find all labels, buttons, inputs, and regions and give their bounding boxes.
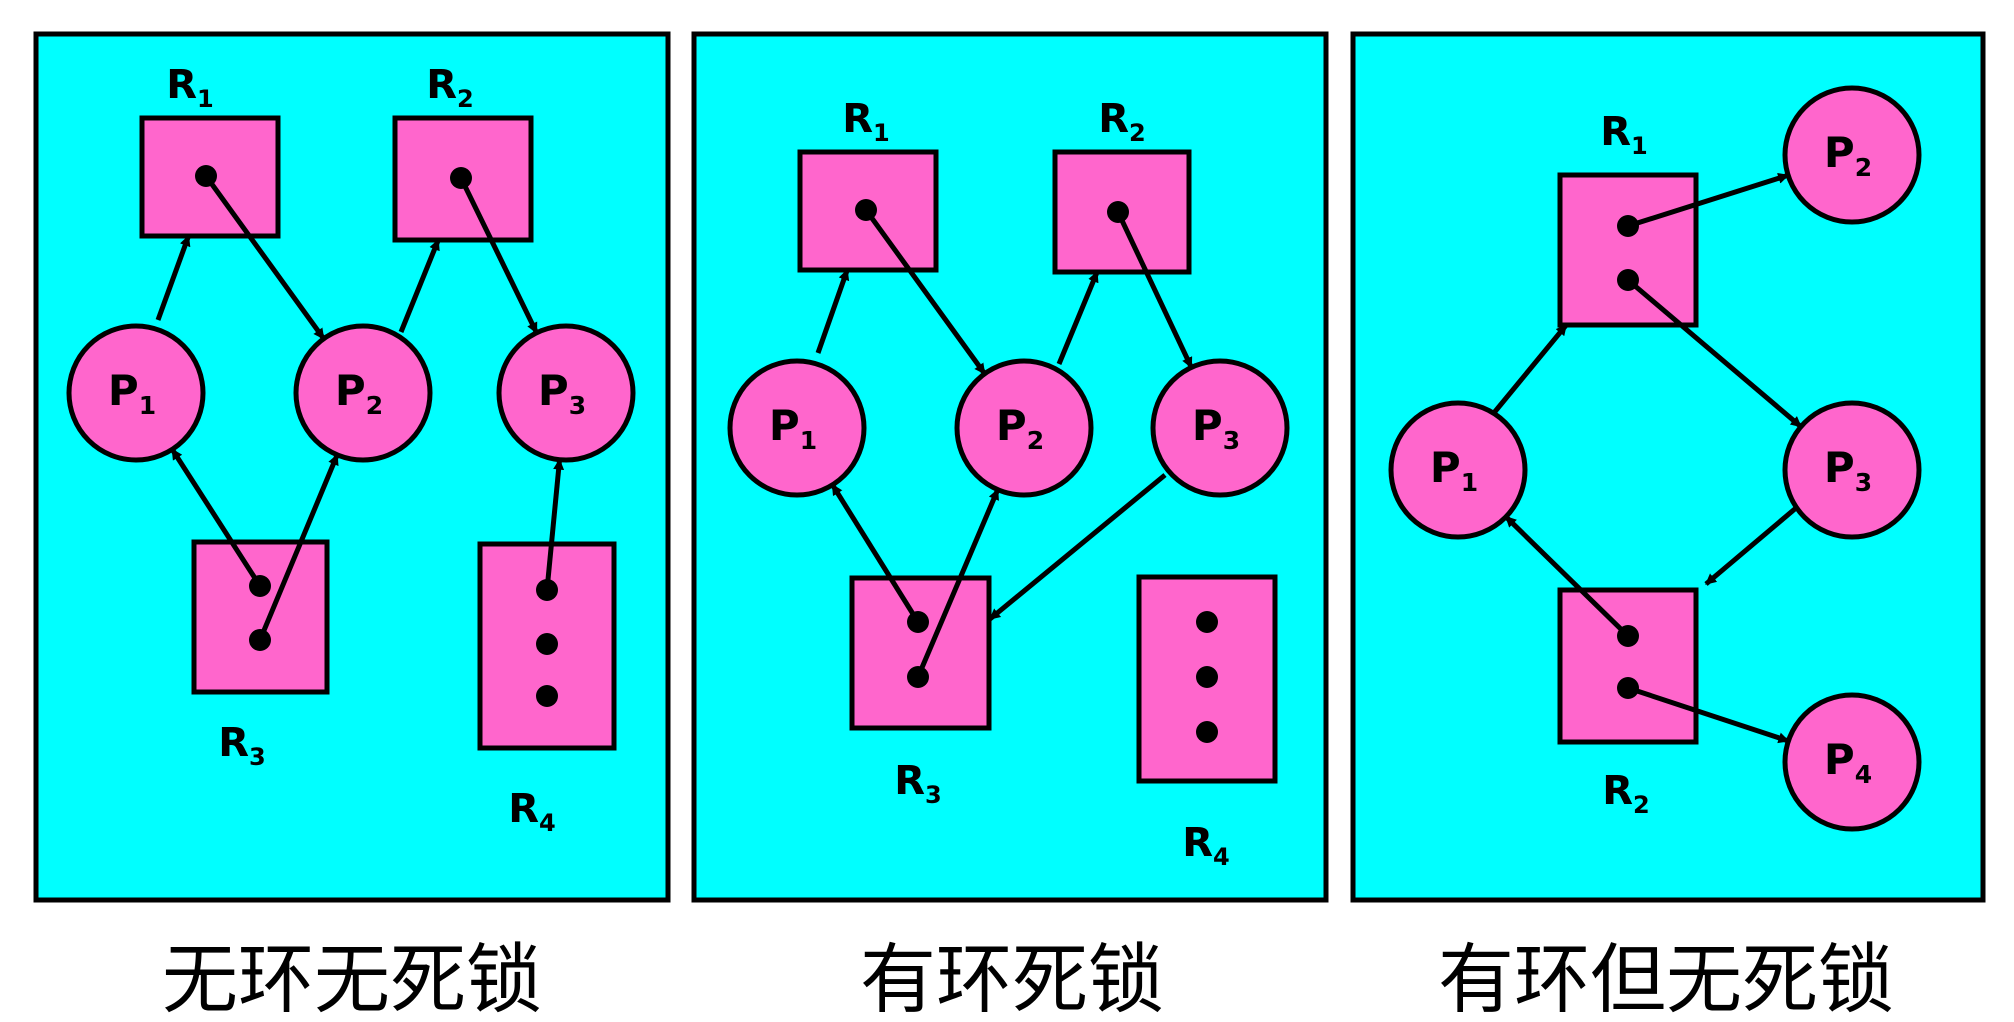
process-p4: P4 bbox=[1782, 692, 1922, 832]
process-node bbox=[496, 323, 636, 463]
panel-caption: 无环无死锁 bbox=[162, 935, 542, 1022]
process-label-p1: P1 bbox=[769, 401, 817, 455]
resource-label-r3: R3 bbox=[218, 720, 266, 771]
resource-box bbox=[139, 115, 281, 239]
process-label-p2: P2 bbox=[1824, 128, 1872, 182]
request-edge-p1-to-r1 bbox=[815, 268, 850, 354]
assignment-edge-r1-to-p2 bbox=[863, 208, 987, 376]
resource-label-r1: R1 bbox=[1600, 109, 1648, 160]
panel-caption: 有环死锁 bbox=[860, 935, 1164, 1022]
resource-box bbox=[849, 575, 992, 731]
process-label-p1: P1 bbox=[1430, 443, 1478, 497]
resource-label-r4: R4 bbox=[1182, 820, 1230, 871]
process-label-p2: P2 bbox=[996, 401, 1044, 455]
assignment-edge-r2-to-p4 bbox=[1627, 685, 1790, 744]
process-p2: P2 bbox=[293, 323, 433, 463]
process-label-p4: P4 bbox=[1824, 735, 1872, 789]
request-edge-p1-to-r1 bbox=[1491, 323, 1569, 416]
assignment-edge-r1-to-p3 bbox=[1626, 278, 1803, 429]
resource-label-r3: R3 bbox=[894, 758, 942, 809]
resource-instance-dot bbox=[1196, 721, 1218, 743]
process-node bbox=[1150, 358, 1290, 498]
request-edge-p2-to-r2 bbox=[398, 238, 441, 333]
resource-r2: R2 bbox=[1557, 587, 1699, 819]
assignment-edge-r2-to-p1 bbox=[1504, 515, 1630, 638]
process-label-p3: P3 bbox=[1192, 401, 1240, 455]
resource-instance-dot bbox=[536, 633, 558, 655]
assignment-edge-r3-to-p2 bbox=[915, 488, 1001, 678]
process-p2: P2 bbox=[954, 358, 1094, 498]
process-p1: P1 bbox=[66, 323, 206, 463]
process-node bbox=[66, 323, 206, 463]
resource-instance-dot bbox=[1196, 666, 1218, 688]
process-label-p3: P3 bbox=[1824, 443, 1872, 497]
process-node bbox=[1782, 692, 1922, 832]
assignment-edge-r3-to-p1 bbox=[170, 448, 263, 588]
assignment-edge-r2-to-p3 bbox=[1115, 210, 1194, 369]
resource-label-r1: R1 bbox=[166, 62, 214, 113]
process-node bbox=[1782, 85, 1922, 225]
resource-r3: R3 bbox=[849, 575, 992, 809]
assignment-edge-r3-to-p1 bbox=[830, 483, 921, 624]
request-edge-p2-to-r2 bbox=[1056, 270, 1100, 365]
process-label-p2: P2 bbox=[335, 366, 383, 420]
resource-r3: R3 bbox=[191, 539, 330, 771]
assignment-edge-r3-to-p2 bbox=[257, 453, 340, 641]
panel-caption: 有环但无死锁 bbox=[1438, 935, 1894, 1022]
resource-label-r4: R4 bbox=[508, 786, 556, 837]
assignment-edge-r1-to-p2 bbox=[203, 174, 326, 341]
process-p2: P2 bbox=[1782, 85, 1922, 225]
resource-box bbox=[1557, 172, 1699, 328]
process-node bbox=[727, 358, 867, 498]
resource-label-r2: R2 bbox=[426, 62, 474, 113]
process-node bbox=[293, 323, 433, 463]
assignment-edge-r4-to-p3 bbox=[544, 458, 565, 591]
request-edge-p3-to-r3 bbox=[988, 473, 1167, 621]
process-node bbox=[1388, 400, 1528, 540]
resource-label-r2: R2 bbox=[1098, 96, 1146, 147]
assignment-edge-r2-to-p3 bbox=[458, 176, 539, 334]
resource-label-r2: R2 bbox=[1602, 768, 1650, 819]
resource-r1: R1 bbox=[1557, 109, 1699, 328]
resource-r2: R2 bbox=[1052, 96, 1192, 275]
resource-instance-dot bbox=[1196, 611, 1218, 633]
assignment-edge-r1-to-p2 bbox=[1627, 172, 1790, 229]
panel-background bbox=[33, 31, 671, 903]
resource-box bbox=[191, 539, 330, 695]
resource-label-r1: R1 bbox=[842, 96, 890, 147]
process-node bbox=[954, 358, 1094, 498]
request-edge-p1-to-r1 bbox=[155, 234, 191, 321]
process-node bbox=[1782, 400, 1922, 540]
resource-r1: R1 bbox=[139, 62, 281, 239]
resource-instance-dot bbox=[536, 685, 558, 707]
request-edge-p3-to-r2 bbox=[1704, 506, 1798, 586]
resource-r4: R4 bbox=[1136, 574, 1278, 871]
process-p3: P3 bbox=[1150, 358, 1290, 498]
process-p1: P1 bbox=[1388, 400, 1528, 540]
process-label-p3: P3 bbox=[538, 366, 586, 420]
process-p3: P3 bbox=[496, 323, 636, 463]
resource-box bbox=[1557, 587, 1699, 745]
process-label-p1: P1 bbox=[108, 366, 156, 420]
process-p1: P1 bbox=[727, 358, 867, 498]
process-p3: P3 bbox=[1782, 400, 1922, 540]
